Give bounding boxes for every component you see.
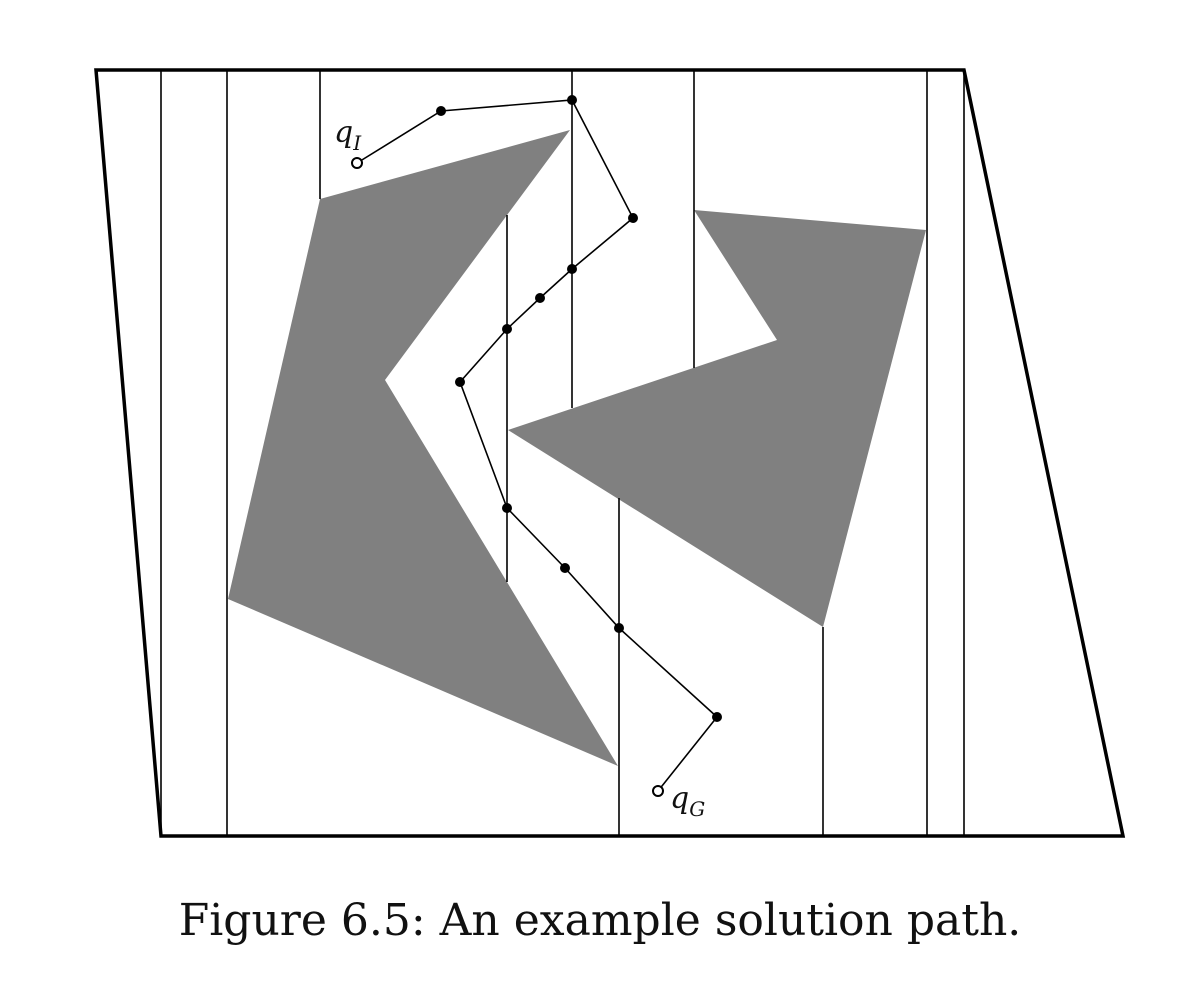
path-vertex	[455, 377, 465, 387]
obstacle-left	[228, 130, 618, 766]
path-vertex	[712, 712, 722, 722]
cell-decomposition-diagram: qI qG	[94, 68, 1126, 838]
path-vertex	[628, 213, 638, 223]
figure-caption: Figure 6.5: An example solution path.	[178, 895, 1022, 946]
start-marker	[351, 157, 363, 169]
decomposition-lines	[160, 70, 965, 836]
path-vertex	[614, 623, 624, 633]
goal-label: qG	[670, 781, 705, 821]
goal-marker	[652, 785, 664, 797]
path-vertex	[502, 503, 512, 513]
path-vertices	[436, 95, 722, 722]
path-vertex	[502, 324, 512, 334]
path-vertex	[567, 264, 577, 274]
path-vertex	[436, 106, 446, 116]
path-vertex	[560, 563, 570, 573]
start-label: qI	[334, 115, 362, 155]
obstacle-right	[508, 210, 926, 627]
workspace-boundary	[94, 68, 1126, 838]
path-vertex	[567, 95, 577, 105]
path-vertex	[535, 293, 545, 303]
